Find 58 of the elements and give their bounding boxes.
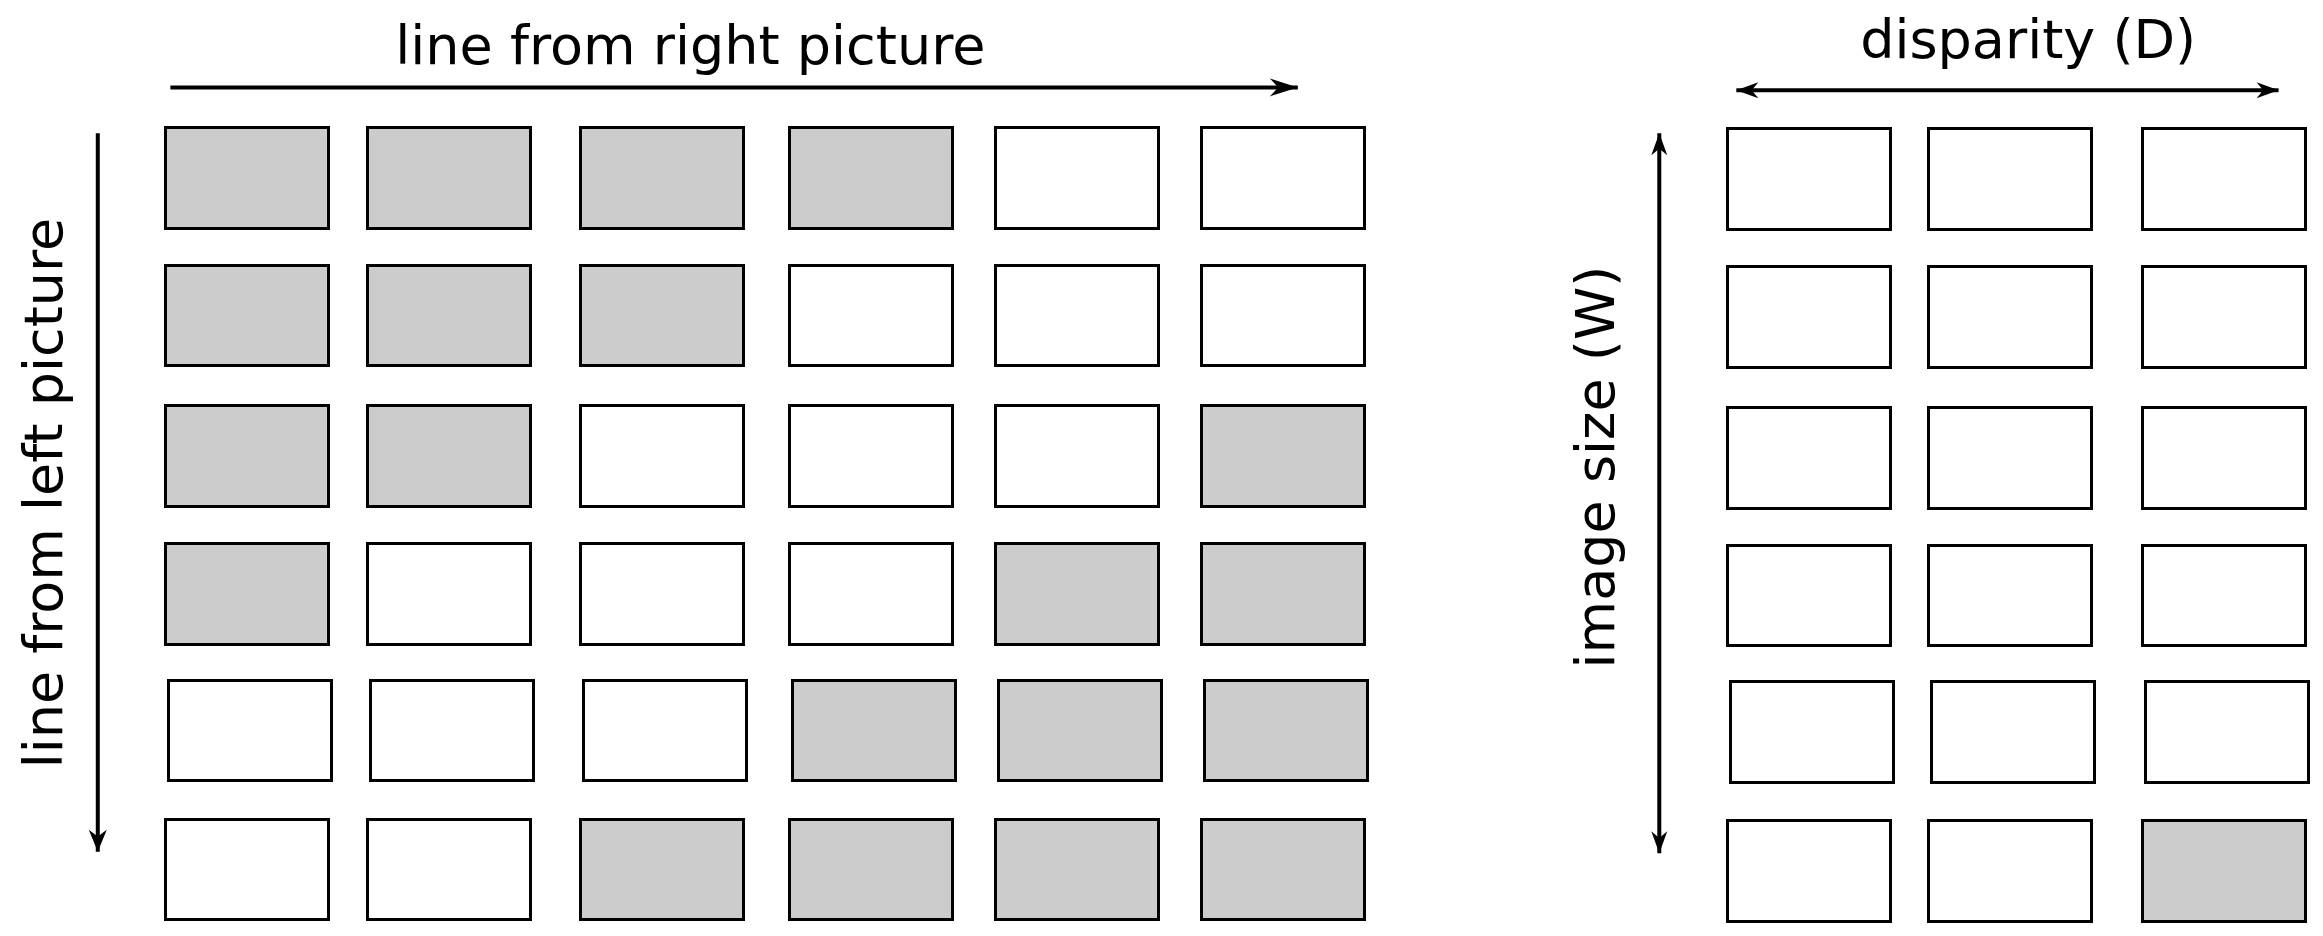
- grid-cell: [788, 404, 955, 509]
- grid-cell: [1725, 127, 1892, 232]
- grid-cell: [994, 404, 1160, 509]
- grid-cell: [365, 404, 532, 509]
- axis-label: line from left picture: [14, 218, 75, 769]
- grid-cell: [365, 125, 532, 230]
- grid-cell: [1200, 817, 1366, 922]
- grid-cell: [164, 817, 331, 922]
- grid-cell: [1728, 680, 1895, 784]
- grid-cell: [788, 125, 955, 230]
- grid-cell: [164, 125, 331, 230]
- grid-cell: [167, 678, 334, 783]
- grid-cell: [1927, 127, 2094, 232]
- grid-cell: [582, 678, 749, 783]
- grid-cell: [1202, 678, 1369, 783]
- grid-cell: [1725, 819, 1892, 923]
- grid-cell: [2140, 819, 2307, 923]
- grid-cell: [1725, 265, 1892, 369]
- grid-cell: [365, 542, 532, 646]
- grid-cell: [2140, 543, 2307, 648]
- grid-cell: [368, 678, 535, 783]
- grid-cell: [1200, 263, 1366, 368]
- grid-cell: [994, 542, 1160, 646]
- grid-cell: [994, 263, 1160, 368]
- grid-cell: [365, 817, 532, 922]
- grid-cell: [788, 817, 955, 922]
- grid-cell: [1927, 405, 2094, 510]
- grid-cell: [579, 404, 746, 509]
- grid-cell: [1927, 543, 2094, 648]
- axis-label: image size (W): [1565, 265, 1626, 669]
- grid-cell: [994, 125, 1160, 230]
- grid-cell: [1200, 404, 1366, 509]
- grid-cell: [1725, 405, 1892, 510]
- grid-cell: [1200, 125, 1366, 230]
- grid-cell: [2140, 405, 2307, 510]
- grid-cell: [997, 678, 1163, 783]
- grid-cell: [2140, 127, 2307, 232]
- grid-cell: [1927, 265, 2094, 369]
- grid-cell: [164, 404, 331, 509]
- grid-cell: [164, 542, 331, 646]
- grid-cell: [365, 263, 532, 368]
- grid-cell: [1725, 543, 1892, 648]
- grid-cell: [788, 542, 955, 646]
- grid-cell: [2143, 680, 2310, 784]
- grid-cell: [579, 542, 746, 646]
- grid-cell: [164, 263, 331, 368]
- grid-cell: [1927, 819, 2094, 923]
- grid-cell: [994, 817, 1160, 922]
- grid-cell: [791, 678, 958, 783]
- axis-label: disparity (D): [1860, 10, 2197, 70]
- grid-cell: [1930, 680, 2097, 784]
- axis-label: line from right picture: [395, 16, 986, 76]
- grid-cell: [579, 817, 746, 922]
- grid-cell: [788, 263, 955, 368]
- grid-cell: [579, 263, 746, 368]
- grid-cell: [579, 125, 746, 230]
- grid-cell: [1200, 542, 1366, 646]
- grid-cell: [2140, 265, 2307, 369]
